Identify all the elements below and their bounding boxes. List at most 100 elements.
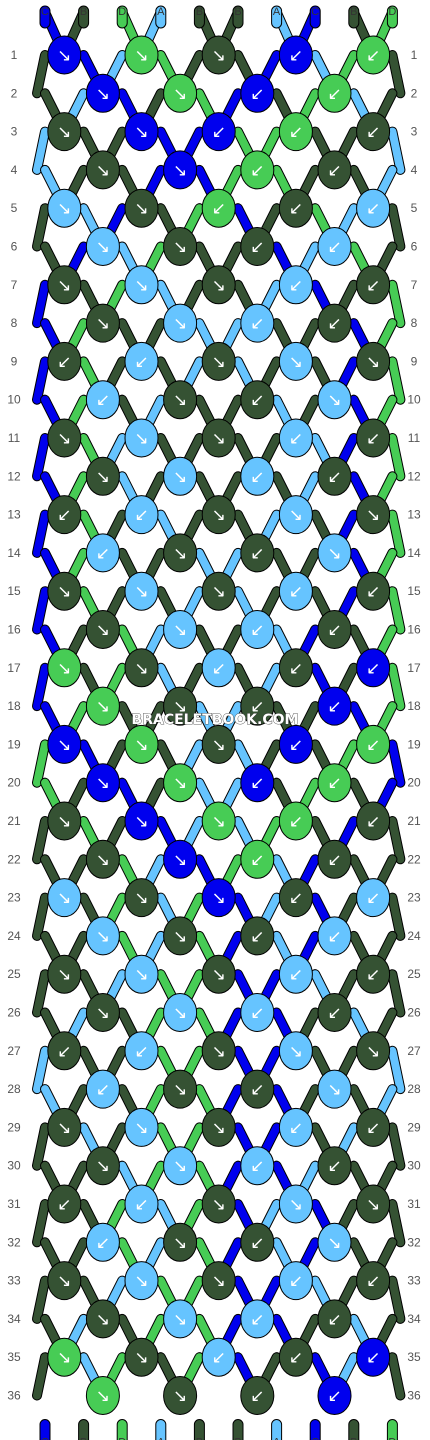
strand-segment [388,893,405,940]
knot [240,73,275,113]
knot-direction-arrow: ↙ [212,1348,226,1368]
knot-direction-arrow: ↘ [173,1004,187,1024]
knot [124,801,159,841]
knot-direction-arrow: ↘ [212,889,226,909]
knot [201,188,236,228]
knot-direction-arrow: ↘ [57,735,71,755]
row-number-right: 29 [407,1120,421,1134]
knot-direction-arrow: ↙ [250,391,264,411]
knot [85,916,120,956]
strand-segment [33,1200,49,1247]
knot [163,1299,198,1339]
knot [278,878,313,918]
knot-direction-arrow: ↙ [366,1272,380,1292]
row-number-left: 13 [7,508,21,522]
knot-direction-arrow: ↙ [327,697,341,717]
row-number-right: 9 [411,354,418,368]
knot [163,686,198,726]
knot [85,763,120,803]
knot-direction-arrow: ↘ [134,965,148,985]
knot [356,724,391,764]
knot [163,227,198,266]
strand-label-top: A [273,6,281,18]
knot-direction-arrow: ↘ [96,161,110,181]
knot [317,73,352,113]
knot [317,993,352,1032]
knot-direction-arrow: ↘ [212,276,226,296]
knot [124,1337,159,1377]
knot [278,495,313,535]
knot [240,1069,275,1109]
knot [85,150,120,190]
knot-direction-arrow: ↙ [250,774,264,794]
strand-label-top: C [41,6,49,18]
knot-direction-arrow: ↙ [134,506,148,526]
knot [47,801,82,841]
row-number-left: 2 [11,86,18,100]
strand-segment [33,1353,49,1400]
strand-segment [33,510,49,557]
knot [47,188,82,228]
knot-direction-arrow: ↙ [250,238,264,258]
row-number-right: 7 [411,278,418,292]
knot-direction-arrow: ↙ [327,1157,341,1177]
strand-segment [33,970,49,1017]
knot [47,1031,82,1071]
knot-direction-arrow: ↘ [96,1157,110,1177]
knot [278,1184,313,1224]
strand-segment [388,510,405,557]
knot-direction-arrow: ↘ [173,1310,187,1330]
knot-direction-arrow: ↘ [173,1387,187,1407]
knot-direction-arrow: ↙ [366,582,380,602]
knot [356,571,391,611]
knot [356,341,391,381]
knot-direction-arrow: ↙ [289,889,303,909]
knot [356,1261,391,1301]
row-number-right: 16 [407,623,421,637]
strand-segment [33,434,49,481]
strand-label-top: A [157,6,165,18]
knot-direction-arrow: ↙ [250,1080,264,1100]
strand-segment [388,1123,405,1170]
row-number-left: 26 [7,1006,21,1020]
strand-end-bottom [232,1419,244,1440]
row-number-right: 3 [411,125,418,139]
knot [124,954,159,994]
knot-direction-arrow: ↙ [96,1080,110,1100]
row-number-right: 10 [407,393,421,407]
knot-direction-arrow: ↙ [366,659,380,679]
knot [163,150,198,190]
strand-segment [33,1046,49,1094]
knot-direction-arrow: ↘ [173,467,187,487]
strand-segment [33,1276,49,1323]
knot-direction-arrow: ↘ [134,1118,148,1138]
row-number-left: 31 [7,1197,21,1211]
strand-end-top [309,5,321,29]
knot [163,839,198,879]
knot [356,112,391,152]
knot-direction-arrow: ↘ [96,238,110,258]
strand-segment [388,817,405,864]
knot [124,724,159,764]
knot-direction-arrow: ↘ [173,238,187,258]
row-number-right: 13 [407,508,421,522]
row-number-right: 1 [411,48,418,62]
row-number-left: 10 [7,393,21,407]
knot-direction-arrow: ↘ [173,697,187,717]
knot-direction-arrow: ↘ [289,1195,303,1215]
knot [317,380,352,420]
knot-direction-arrow: ↙ [327,1310,341,1330]
row-number-left: 34 [7,1312,21,1326]
knot-direction-arrow: ↘ [57,1118,71,1138]
knot-direction-arrow: ↙ [57,506,71,526]
knot [201,801,236,841]
knot-direction-arrow: ↘ [134,582,148,602]
knot-direction-arrow: ↘ [57,46,71,66]
knot-direction-arrow: ↘ [289,352,303,372]
knot-direction-arrow: ↙ [327,850,341,870]
knot [47,1107,82,1147]
strand-segment [388,970,405,1017]
strand-segment [33,204,49,251]
knot-direction-arrow: ↘ [134,735,148,755]
knot [47,35,82,75]
